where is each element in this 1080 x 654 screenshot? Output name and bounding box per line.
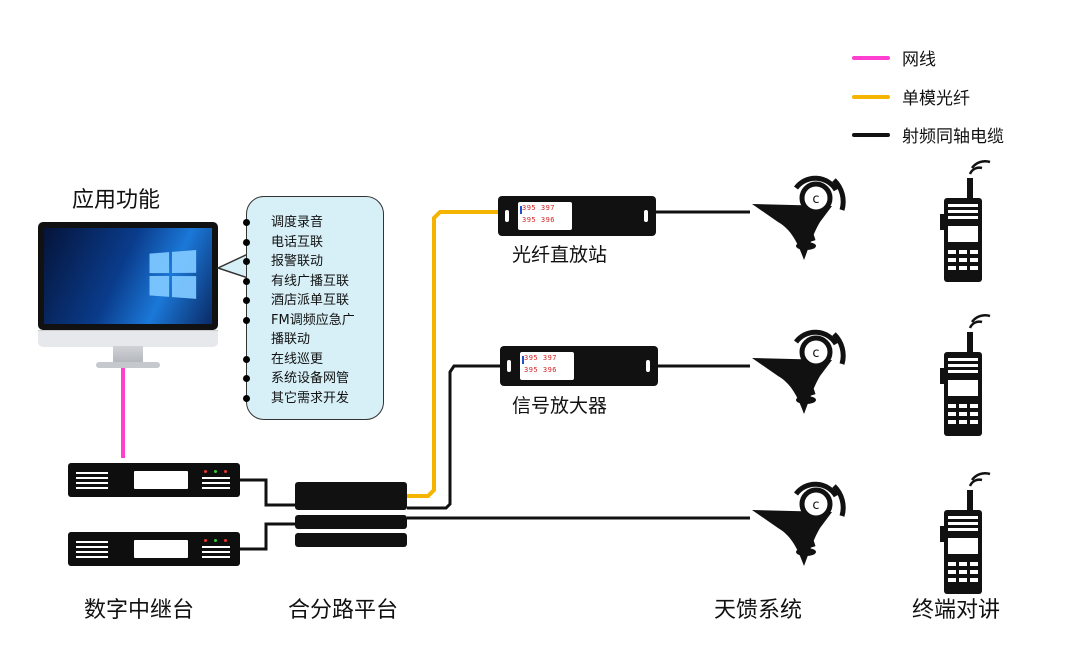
function-item: 酒店派单互联 <box>243 291 383 311</box>
function-item: 在线巡更 <box>243 350 383 370</box>
device-display: 395 397 395 396 <box>520 352 574 380</box>
device-display: 395 397 395 396 <box>518 202 572 230</box>
coax-repeater2-combiner <box>240 522 295 551</box>
function-item: 电话互联 <box>243 233 383 253</box>
bullet-icon <box>243 219 250 226</box>
legend-swatch-yellow <box>852 94 890 99</box>
bullet-icon <box>243 277 250 285</box>
function-item: 播联动 <box>271 332 311 347</box>
digital-repeater-1 <box>68 463 240 497</box>
bullet-icon <box>243 316 250 324</box>
function-item: 其它需求开发 <box>243 389 383 409</box>
combiner-unit-2 <box>295 515 407 529</box>
antenna-system-label: 天馈系统 <box>714 598 803 623</box>
app-functions-title: 应用功能 <box>72 188 161 213</box>
bullet-icon <box>243 355 250 363</box>
fiber-repeater-label: 光纤直放站 <box>512 244 608 266</box>
bullet-icon <box>243 258 250 265</box>
function-item: FM调频应急广 <box>243 311 383 331</box>
legend-label: 网线 <box>902 50 936 70</box>
computer-monitor-icon <box>38 222 218 368</box>
svg-text:c: c <box>812 346 819 361</box>
walkie-talkie-icon <box>940 159 991 282</box>
signal-amplifier-device: 395 397 395 396 <box>500 346 658 386</box>
bubble-pointer <box>216 252 249 280</box>
svg-text:c: c <box>812 498 819 513</box>
digital-repeater-2 <box>68 532 240 566</box>
bullet-icon <box>243 238 250 246</box>
svg-text:c: c <box>812 192 819 207</box>
combiner-unit-1 <box>295 482 407 510</box>
legend-swatch-black <box>852 132 890 137</box>
legend-swatch-pink <box>852 55 890 60</box>
legend-label: 射频同轴电缆 <box>902 127 1004 147</box>
fiber-combiner-fiber-repeater <box>407 210 498 498</box>
bullet-icon <box>243 394 250 402</box>
bullet-icon <box>243 375 250 382</box>
windows-logo-icon <box>149 250 197 300</box>
legend-item-coax: 射频同轴电缆 <box>852 122 1004 147</box>
legend-label: 单模光纤 <box>902 89 970 109</box>
walkie-talkie-icon <box>940 471 991 594</box>
coax-combiner-amplifier <box>407 364 500 510</box>
combiner-platform-label: 合分路平台 <box>288 598 399 623</box>
functions-list: 调度录音 电话互联 报警联动 有线广播互联 酒店派单互联 FM调频应急广 播联动… <box>243 197 383 409</box>
antenna-icon: c <box>752 481 846 566</box>
coax-repeater1-combiner <box>240 478 295 507</box>
legend-item-fiber: 单模光纤 <box>852 84 970 109</box>
functions-bubble: 调度录音 电话互联 报警联动 有线广播互联 酒店派单互联 FM调频应急广 播联动… <box>243 196 384 420</box>
digital-repeater-label: 数字中继台 <box>84 598 195 623</box>
function-item: 系统设备网管 <box>243 369 383 389</box>
function-item: 报警联动 <box>243 252 383 272</box>
fiber-repeater-device: 395 397 395 396 <box>498 196 656 236</box>
function-item: 调度录音 <box>243 213 383 233</box>
combiner-unit-3 <box>295 533 407 547</box>
antenna-icon: c <box>752 175 846 260</box>
signal-amplifier-label: 信号放大器 <box>512 395 608 417</box>
legend-item-network-cable: 网线 <box>852 45 936 70</box>
bullet-icon <box>243 297 250 304</box>
terminal-intercom-label: 终端对讲 <box>912 598 1001 623</box>
walkie-talkie-icon <box>940 313 991 436</box>
antenna-icon: c <box>752 329 846 414</box>
function-item: 有线广播互联 <box>243 272 383 292</box>
